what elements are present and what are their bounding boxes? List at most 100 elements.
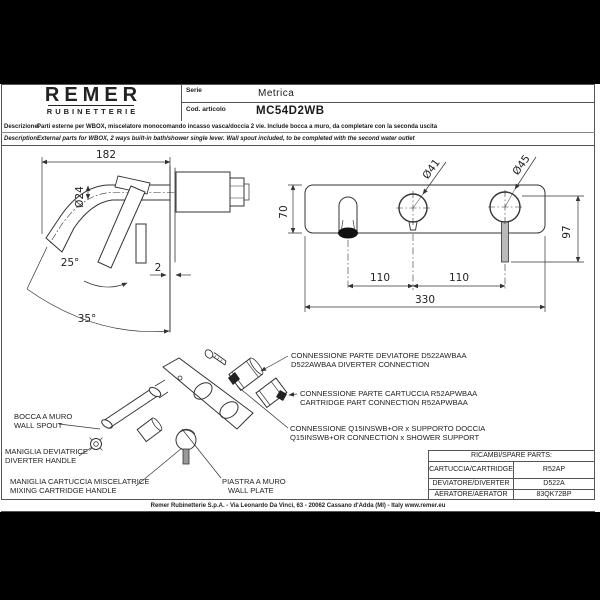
dim-d45: Ø45 — [510, 153, 532, 178]
spout-exploded — [101, 379, 169, 429]
serie-label: Serie — [186, 87, 202, 94]
side-view-dimensions — [26, 157, 191, 334]
handle-collar — [114, 175, 151, 195]
dim-182: 182 — [96, 149, 116, 161]
description-row: Description: External parts for WBOX, 2 … — [1, 133, 595, 146]
spout-inner — [61, 199, 171, 253]
spout-outer — [45, 184, 171, 239]
handle-stem-side — [135, 223, 147, 264]
handle-stem — [182, 448, 190, 465]
spout-front — [338, 196, 358, 233]
leader-d41 — [422, 161, 447, 195]
leader-wall-plate — [181, 428, 222, 479]
front-view — [304, 184, 546, 290]
handle-body-part — [136, 417, 163, 443]
footer-address: Remer Rubinetterie S.p.A. - Via Leonardo… — [1, 499, 595, 512]
spare-parts-title: RICAMBI/SPARE PARTS: — [429, 451, 594, 462]
dim-110-right: 110 — [449, 272, 469, 284]
spout-opening — [338, 227, 358, 239]
side-view-dim-labels: 182 Ø24 25° 2 35° — [61, 149, 162, 325]
callout-wall-spout-2: WALL SPOUT — [14, 421, 63, 430]
callout-wall-spout-1: BOCCA A MURO — [14, 412, 72, 421]
brand-name: REMER — [44, 84, 143, 106]
article-code-label: Cod. articolo — [186, 106, 226, 113]
mixer-cartridge-part — [255, 377, 288, 409]
spare-part-label: AERATORE/AERATOR — [429, 490, 514, 500]
callout-labels: CONNESSIONE PARTE DEVIATORE D522AWBAA D5… — [5, 351, 486, 495]
wall-plate-front — [304, 184, 546, 234]
spare-part-label: DEVIATORE/DIVERTER — [429, 479, 514, 489]
table-row: DEVIATORE/DIVERTER D522A — [429, 479, 594, 490]
description-label: Description: — [4, 136, 40, 142]
callout-diverter-handle-1: MANIGLIA DEVIATRICE — [5, 447, 88, 456]
side-view — [45, 165, 250, 333]
diverter-knob — [89, 437, 103, 451]
front-view-dimensions — [288, 156, 584, 312]
callout-diverter-connection-2: D522AWBAA DIVERTER CONNECTION — [291, 360, 429, 369]
spare-part-code: 83QK72BP — [536, 491, 572, 498]
lever-side — [97, 185, 146, 269]
dim-110-left: 110 — [370, 272, 390, 284]
description-text: External parts for WBOX, 2 ways built-in… — [37, 136, 415, 142]
table-row: CARTUCCIA/CARTRIDGE R52AP — [429, 462, 594, 479]
descrizione-text: Parti esterne per WBOX, miscelatore mono… — [37, 124, 438, 130]
descrizione-row: Descrizione: Parti esterne per WBOX, mis… — [1, 121, 595, 133]
diverter-connection-nut — [228, 372, 240, 385]
leader-mixing-handle — [135, 447, 183, 487]
callout-diverter-handle-2: DIVERTER HANDLE — [5, 456, 76, 465]
leader-d45 — [514, 156, 537, 190]
dim-25deg: 25° — [61, 257, 80, 269]
descrizione-label: Descrizione: — [4, 124, 40, 130]
screw — [204, 349, 227, 366]
dim-330: 330 — [415, 294, 435, 306]
callout-shower-support-1: CONNESSIONE Q15INSWB+OR x SUPPORTO DOCCI… — [290, 424, 486, 433]
brand-rule — [48, 105, 134, 106]
callout-mixing-handle-1: MANIGLIA CARTUCCIA MISCELATRICE — [10, 477, 149, 486]
brand-subtitle: RUBINETTERIE — [46, 107, 139, 116]
arc-25deg — [83, 280, 128, 288]
leader-shower-support — [236, 385, 289, 429]
dim-35deg: 35° — [78, 313, 97, 325]
dim-70: 70 — [278, 205, 290, 218]
leader-diverter-handle — [78, 446, 93, 457]
callout-wall-plate-2: WALL PLATE — [228, 486, 274, 495]
leader-cartridge-connection — [288, 392, 298, 397]
plate-hole-1 — [193, 382, 213, 400]
article-code-row: Cod. articolo MC54D2WB — [182, 103, 595, 121]
dim-97: 97 — [561, 225, 573, 238]
leader-wall-spout — [58, 423, 101, 430]
plate-hole-2 — [219, 401, 239, 419]
spout-mouth — [45, 237, 63, 253]
spout-centerline — [49, 192, 175, 244]
callout-cartridge-connection-1: CONNESSIONE PARTE CARTUCCIA R52APWBAA — [300, 389, 478, 398]
callout-shower-support-2: Q15INSWB+OR CONNECTION x SHOWER SUPPORT — [290, 433, 479, 442]
mixing-handle — [175, 428, 197, 465]
exploded-view — [89, 349, 288, 465]
leader-diverter-connection — [260, 355, 289, 372]
table-row: AERATORE/AERATOR 83QK72BP — [429, 490, 594, 500]
brand-logo-box: REMER RUBINETTERIE — [1, 84, 182, 121]
article-code-value: MC54D2WB — [256, 105, 325, 117]
spare-parts-table: RICAMBI/SPARE PARTS: CARTUCCIA/CARTRIDGE… — [428, 450, 595, 501]
serie-value: Metrica — [258, 88, 295, 99]
cartridge-connection-nut — [276, 390, 287, 401]
spare-part-code: D522A — [543, 480, 565, 487]
arc-35deg — [26, 288, 170, 334]
dim-2: 2 — [155, 262, 162, 274]
wall-plate-exploded — [162, 357, 254, 430]
cartridge-housing — [175, 171, 231, 213]
spare-part-label: CARTUCCIA/CARTRIDGE — [429, 462, 514, 478]
dim-d41: Ø41 — [420, 157, 442, 182]
spare-part-code: R52AP — [542, 466, 566, 473]
dim-d24: Ø24 — [74, 186, 86, 208]
callout-diverter-connection-1: CONNESSIONE PARTE DEVIATORE D522AWBAA — [291, 351, 467, 360]
front-view-dim-labels: Ø41 Ø45 70 97 110 110 330 — [278, 153, 573, 306]
lever-bar-front — [501, 221, 509, 263]
callout-wall-plate-1: PIASTRA A MURO — [222, 477, 286, 486]
screw-hole — [177, 375, 183, 381]
callout-mixing-handle-2: MIXING CARTRIDGE HANDLE — [10, 486, 117, 495]
housing-endcap — [229, 177, 245, 207]
callout-leaders — [58, 355, 298, 487]
